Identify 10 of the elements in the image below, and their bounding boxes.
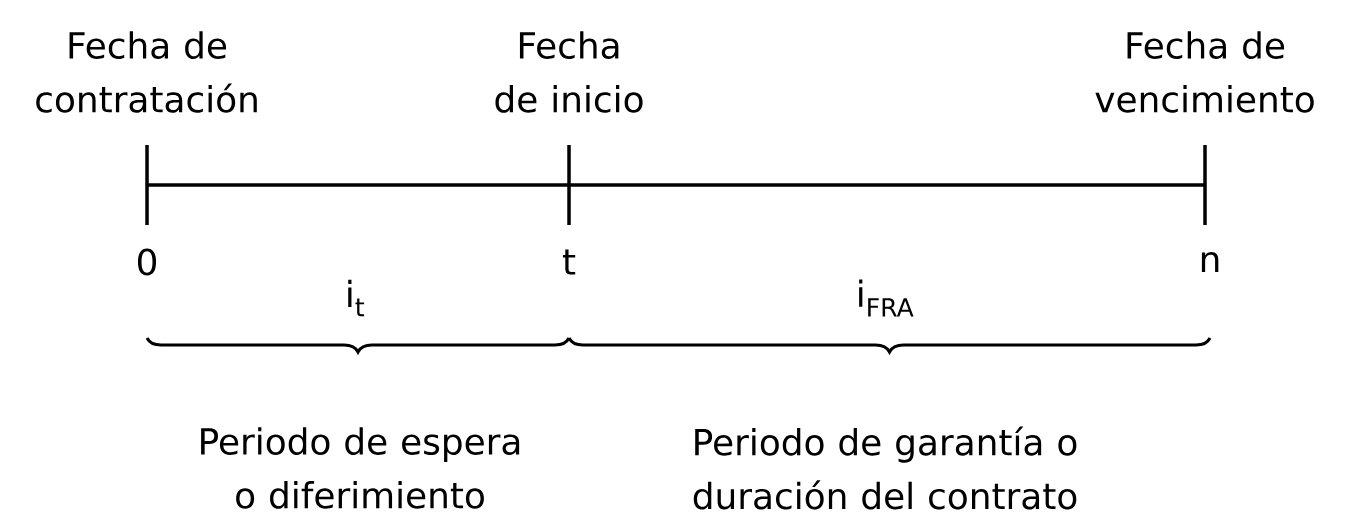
rate-label: i$_{FRA}$	[859, 279, 914, 317]
time-label: 0	[137, 248, 157, 276]
period-label: Periodo de espera o diferimiento	[201, 427, 520, 509]
time-label: t	[562, 249, 576, 275]
rate-label: i$_{t}$	[348, 279, 365, 317]
period-label: Periodo de garantía o duración del contrato	[693, 426, 1077, 510]
date-label: Fecha de vencimiento	[1095, 31, 1314, 113]
date-label: Fecha de inicio	[495, 31, 643, 113]
time-label: n	[1201, 251, 1219, 273]
date-label: Fecha de contratación	[36, 31, 257, 113]
